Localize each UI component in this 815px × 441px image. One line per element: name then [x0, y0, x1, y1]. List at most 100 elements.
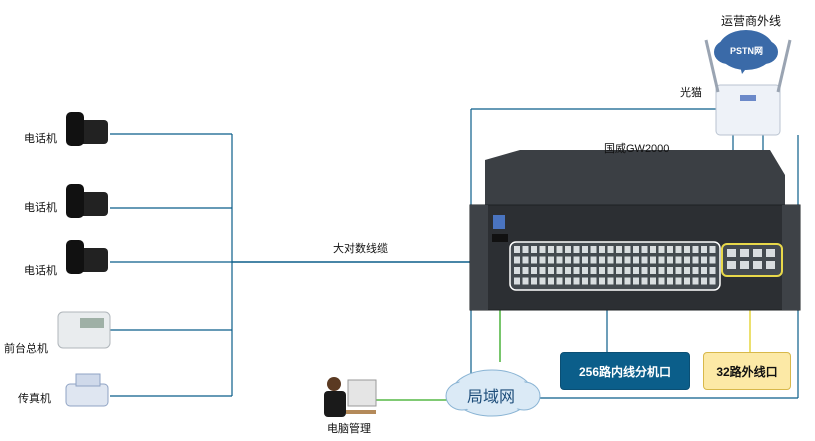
- lan-cloud-icon: [445, 369, 541, 417]
- port: [667, 256, 673, 264]
- internal-ports-badge: 256路内线分机口: [560, 352, 690, 390]
- port: [548, 277, 554, 285]
- port: [753, 249, 762, 257]
- port: [514, 246, 520, 253]
- port: [556, 256, 563, 264]
- port: [582, 256, 588, 264]
- port: [624, 277, 631, 285]
- port: [539, 267, 546, 274]
- port: [650, 267, 656, 274]
- port: [692, 256, 699, 264]
- port: [531, 256, 537, 264]
- port: [514, 277, 520, 285]
- port: [514, 267, 520, 274]
- port: [573, 267, 580, 274]
- router-icon: [704, 39, 792, 136]
- port: [590, 246, 597, 253]
- port: [539, 246, 546, 253]
- port: [514, 256, 520, 264]
- pstn-label: PSTN网: [730, 46, 764, 56]
- port: [548, 256, 554, 264]
- telephone-icon: [66, 240, 108, 274]
- external-ports-badge: 32路外线口: [703, 352, 791, 390]
- port: [607, 277, 614, 285]
- pc-label: 电脑管理: [327, 423, 371, 435]
- device-label: 国威GW2000: [604, 143, 670, 155]
- port: [582, 246, 588, 253]
- operator-label: 前台总机: [4, 343, 48, 355]
- port: [684, 277, 690, 285]
- port: [556, 267, 563, 274]
- port: [692, 277, 699, 285]
- port: [522, 277, 529, 285]
- port: [692, 246, 699, 253]
- port: [616, 256, 622, 264]
- cable-label: 大对数线缆: [333, 243, 388, 255]
- port: [658, 277, 665, 285]
- port: [599, 267, 605, 274]
- port: [766, 261, 775, 269]
- port: [573, 246, 580, 253]
- port: [633, 246, 639, 253]
- port: [590, 256, 597, 264]
- port: [684, 246, 690, 253]
- port: [684, 267, 690, 274]
- port: [658, 246, 665, 253]
- port: [641, 246, 648, 253]
- internal-port-grid: [514, 246, 716, 285]
- modem-label: 光猫: [680, 87, 702, 99]
- port: [727, 261, 736, 269]
- port: [753, 261, 762, 269]
- port: [607, 267, 614, 274]
- telephone-icon: [66, 112, 108, 146]
- port: [599, 246, 605, 253]
- port: [675, 277, 682, 285]
- port: [675, 256, 682, 264]
- port: [701, 277, 707, 285]
- port: [607, 256, 614, 264]
- port: [667, 246, 673, 253]
- port: [633, 267, 639, 274]
- port: [548, 246, 554, 253]
- port: [641, 277, 648, 285]
- port: [556, 246, 563, 253]
- port: [582, 277, 588, 285]
- port: [684, 256, 690, 264]
- port: [590, 277, 597, 285]
- port: [709, 256, 716, 264]
- port: [701, 267, 707, 274]
- port: [766, 249, 775, 257]
- phone-label-1: 电话机: [24, 133, 57, 145]
- port: [633, 277, 639, 285]
- port: [522, 256, 529, 264]
- port: [650, 246, 656, 253]
- external-ports-block: [721, 243, 783, 277]
- port: [641, 256, 648, 264]
- port: [709, 277, 716, 285]
- port: [548, 267, 554, 274]
- port: [658, 267, 665, 274]
- fax-label: 传真机: [18, 393, 51, 405]
- port: [539, 256, 546, 264]
- port: [624, 256, 631, 264]
- port: [556, 277, 563, 285]
- external-port-grid: [727, 249, 775, 269]
- port: [582, 267, 588, 274]
- phone-label-3: 电话机: [24, 265, 57, 277]
- port: [531, 267, 537, 274]
- port: [641, 267, 648, 274]
- desk-phone-icon: [57, 311, 111, 349]
- port: [658, 256, 665, 264]
- port: [701, 256, 707, 264]
- port: [565, 256, 571, 264]
- port: [701, 246, 707, 253]
- port: [539, 277, 546, 285]
- port: [531, 246, 537, 253]
- port: [616, 267, 622, 274]
- port: [565, 277, 571, 285]
- phone-label-2: 电话机: [24, 202, 57, 214]
- pstn-cloud-icon: [714, 30, 778, 74]
- port: [599, 256, 605, 264]
